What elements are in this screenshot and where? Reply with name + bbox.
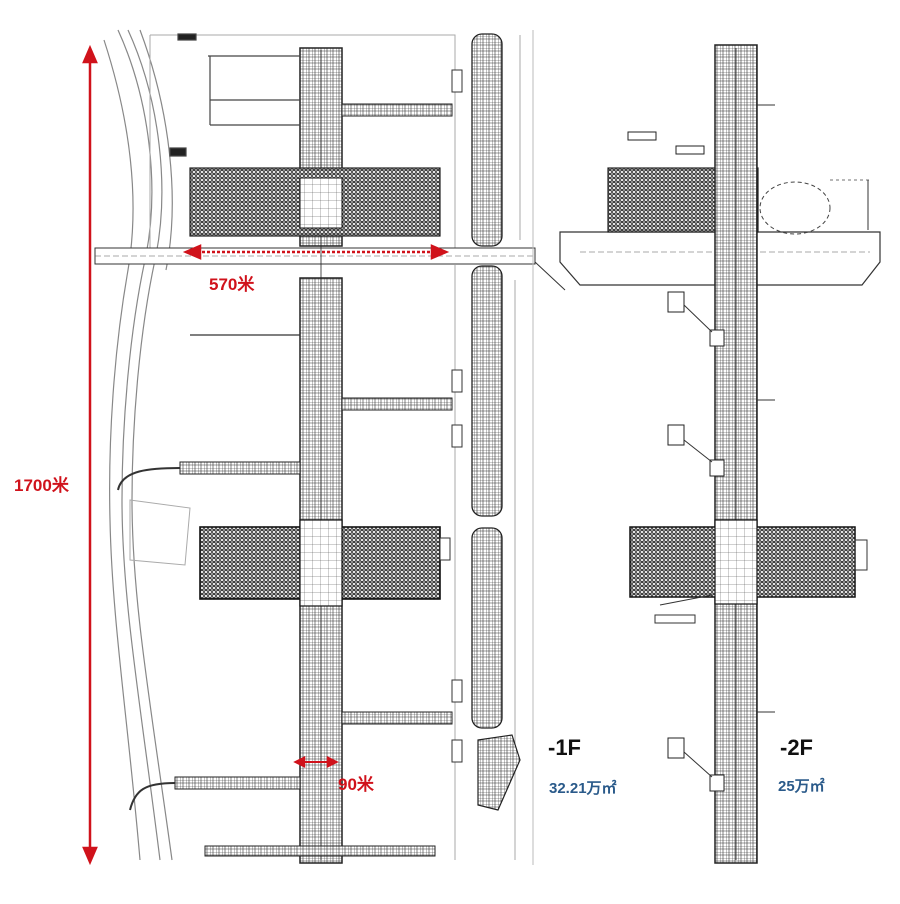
- dimension-label-width-bottom: 90米: [338, 775, 374, 794]
- left-plan: [82, 29, 566, 866]
- east-strip-bottom: [471, 527, 503, 729]
- floor-area-label: 32.21万㎡: [549, 780, 617, 797]
- left-road: [103, 29, 173, 861]
- branch-corridors: [174, 103, 453, 790]
- dimension-lines: [82, 44, 450, 866]
- floor-area-label: 25万㎡: [778, 778, 825, 795]
- east-strip-mid: [471, 265, 503, 517]
- dimension-label-length: 1700米: [14, 476, 69, 495]
- floor-level-label: -2F: [780, 735, 813, 760]
- dimension-label-width-top: 570米: [209, 275, 255, 294]
- right-plan: [559, 44, 881, 864]
- floor-level-label: -1F: [548, 735, 581, 760]
- east-strip-top: [471, 33, 503, 247]
